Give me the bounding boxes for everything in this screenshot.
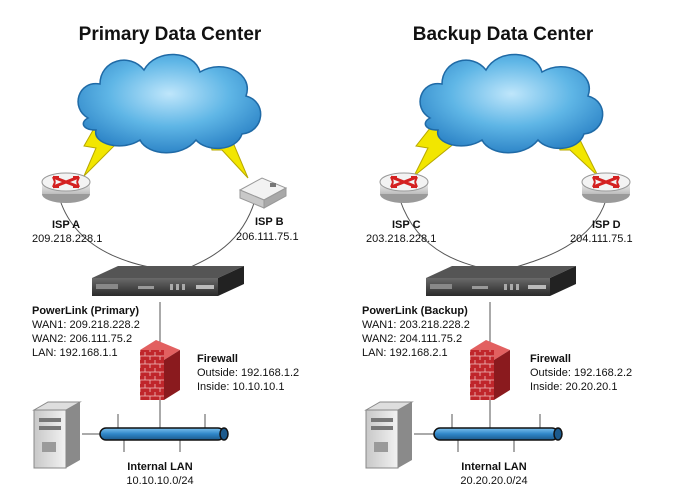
appliance-icon [426, 266, 576, 296]
isp-a-ip: 209.218.228.1 [32, 233, 102, 245]
lan-primary-name: Internal LAN [127, 461, 192, 473]
firewall-icon [470, 340, 510, 400]
isp-d-ip: 204.111.75.1 [570, 233, 633, 245]
powerlink-backup-lan: LAN: 192.168.2.1 [362, 347, 448, 359]
router-icon [40, 171, 92, 205]
server-icon [33, 401, 81, 469]
firewall-backup-inside: Inside: 20.20.20.1 [530, 381, 617, 393]
router-icon [580, 171, 632, 205]
lan-primary-subnet: 10.10.10.0/24 [126, 475, 193, 487]
powerlink-primary-wan2: WAN2: 206.111.75.2 [32, 333, 132, 345]
primary-title: Primary Data Center [79, 24, 262, 45]
primary-data-center: Primary Data Center ISP A 209.218.228.1 … [32, 24, 299, 487]
isp-c-name: ISP C [392, 219, 421, 231]
firewall-primary-inside: Inside: 10.10.10.1 [197, 381, 284, 393]
isp-d-name: ISP D [592, 219, 621, 231]
powerlink-backup-wan2: WAN2: 204.111.75.2 [362, 333, 462, 345]
router-icon [378, 171, 430, 205]
firewall-primary-name: Firewall [197, 353, 238, 365]
isp-b-ip: 206.111.75.1 [236, 231, 299, 243]
firewall-icon [140, 340, 180, 400]
powerlink-backup-name: PowerLink (Backup) [362, 305, 468, 317]
firewall-backup-outside: Outside: 192.168.2.2 [530, 367, 632, 379]
appliance-icon [92, 266, 244, 296]
backup-title: Backup Data Center [413, 24, 594, 45]
firewall-backup-name: Firewall [530, 353, 571, 365]
isp-a-name: ISP A [52, 219, 80, 231]
firewall-primary-outside: Outside: 192.168.1.2 [197, 367, 299, 379]
server-icon [365, 401, 413, 469]
isp-c-ip: 203.218.228.1 [366, 233, 436, 245]
lan-backup-subnet: 20.20.20.0/24 [460, 475, 527, 487]
powerlink-primary-name: PowerLink (Primary) [32, 305, 139, 317]
backup-data-center: Backup Data Center ISP C 203.218.228.1 I… [362, 24, 633, 487]
lan-backup-name: Internal LAN [461, 461, 526, 473]
lan-bus-icon [414, 414, 563, 452]
powerlink-primary-lan: LAN: 192.168.1.1 [32, 347, 118, 359]
isp-b-name: ISP B [255, 216, 284, 228]
cloud-icon [419, 53, 604, 154]
cloud-icon [77, 53, 262, 154]
powerlink-primary-wan1: WAN1: 209.218.228.2 [32, 319, 140, 331]
powerlink-backup-wan1: WAN1: 203.218.228.2 [362, 319, 470, 331]
modem-icon [238, 177, 288, 209]
lan-bus-icon [82, 414, 229, 452]
